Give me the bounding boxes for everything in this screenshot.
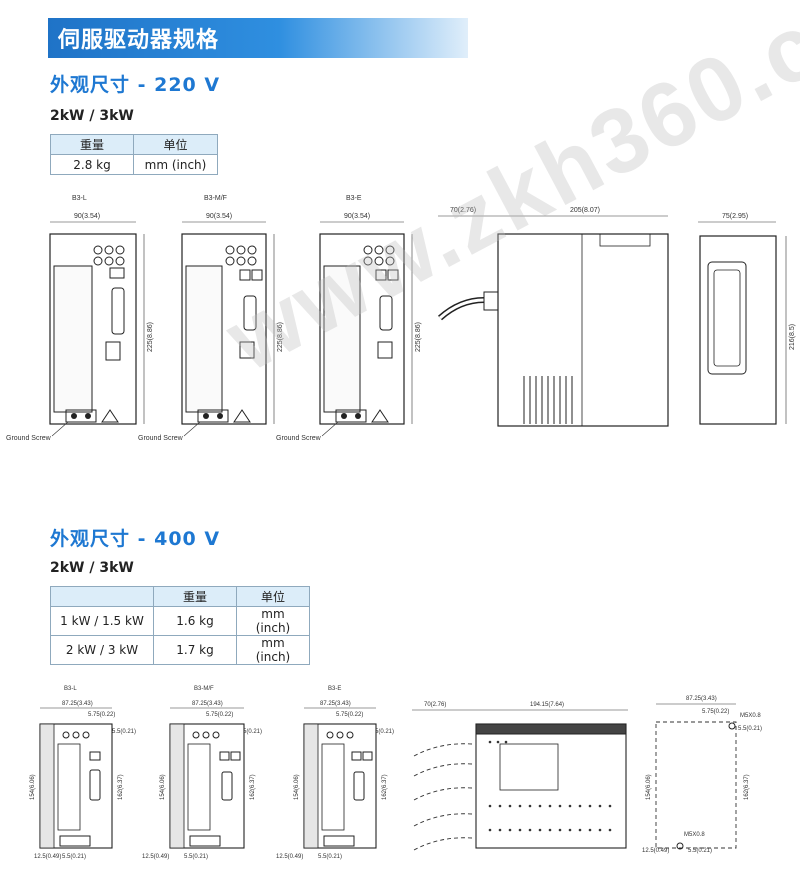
section-400-title: 外观尺寸 - 400 V	[50, 528, 221, 550]
drive-side-view-400: 70(2.76) 194.15(7.64)	[412, 702, 628, 851]
side-depth-main-dim: 205(8.07)	[570, 207, 600, 214]
page-title: 伺服驱动器规格	[58, 28, 220, 53]
model-label: B3-L	[72, 195, 87, 202]
height-right-dim: 162(6.37)	[382, 774, 388, 800]
hole-dim-label: 5.5(0.21)	[112, 729, 136, 735]
spec-table-400: 重量 单位 1 kW / 1.5 kW 1.6 kg mm (inch) 2 k…	[50, 586, 310, 665]
height-left-dim: 154(6.06)	[294, 774, 300, 800]
offset-dim-label: 5.75(0.22)	[206, 712, 233, 718]
screw-label-top: M5X0.8	[740, 713, 761, 719]
height-dim-label: 225(8.86)	[147, 322, 154, 352]
bottom-left-dim: 12.5(0.49)	[276, 854, 303, 860]
drive-400-b3-l: B3-L 87.25(3.43) 5.75(0.22) 5.5(0.21) 15…	[30, 686, 136, 860]
table-cell: 2.8 kg	[50, 154, 134, 175]
bottom-left-dim: 12.5(0.49)	[142, 854, 169, 860]
table-header: 重量	[153, 586, 237, 607]
drive-front-b3-e: B3-E 90(3.54) 225(8.86) Ground Screw	[276, 195, 422, 442]
section-400-power: 2kW / 3kW	[50, 560, 134, 576]
side-depth-main-dim: 194.15(7.64)	[530, 702, 564, 708]
table-cell: 1 kW / 1.5 kW	[50, 606, 154, 636]
side-depth-left-dim: 70(2.76)	[450, 207, 476, 214]
table-cell: 1.6 kg	[153, 606, 237, 636]
section-220-power: 2kW / 3kW	[50, 108, 134, 124]
width-dim-label: 87.25(3.43)	[192, 701, 223, 707]
bottom-right-dim: 5.5(0.21)	[318, 854, 342, 860]
drive-400-b3-e: B3-E 87.25(3.43) 5.75(0.22) 5.5(0.21) 15…	[276, 686, 394, 860]
width-dim-label: 87.25(3.43)	[320, 701, 351, 707]
bottom-right-dim: 5.5(0.21)	[688, 848, 712, 854]
offset-dim-label: 5.75(0.22)	[702, 709, 729, 715]
bottom-left-dim: 12.5(0.49)	[34, 854, 61, 860]
drive-front-b3-mf: B3-M/F 90(3.54) 225(8.86) Ground Screw	[138, 195, 284, 442]
height-left-dim: 154(6.06)	[646, 774, 652, 800]
model-label: B3-M/F	[194, 686, 214, 692]
side-depth-left-dim: 70(2.76)	[424, 702, 446, 708]
table-cell: mm (inch)	[236, 635, 310, 665]
bottom-right-dim: 5.5(0.21)	[62, 854, 86, 860]
hole-dim-label: 5.5(0.21)	[370, 729, 394, 735]
model-label: B3-E	[328, 686, 341, 692]
spec-table-220: 重量 单位 2.8 kg mm (inch)	[50, 134, 218, 175]
width-dim-label: 90(3.54)	[206, 213, 232, 220]
table-row: 1 kW / 1.5 kW 1.6 kg mm (inch)	[50, 606, 310, 636]
height-right-dim: 162(6.37)	[118, 774, 124, 800]
width-dim-label: 87.25(3.43)	[62, 701, 93, 707]
table-row: 2 kW / 3 kW 1.7 kg mm (inch)	[50, 635, 310, 665]
width-dim-label: 90(3.54)	[74, 213, 100, 220]
table-cell: 2 kW / 3 kW	[50, 635, 154, 665]
height-dim-label: 225(8.86)	[277, 322, 284, 352]
hole-dim-label: 5.5(0.21)	[738, 726, 762, 732]
ground-screw-label: Ground Screw	[276, 435, 322, 442]
drive-front-b3-l: B3-L 90(3.54) 225(8.86) Ground Screw	[6, 195, 154, 442]
height-left-dim: 154(6.06)	[160, 774, 166, 800]
offset-dim-label: 5.75(0.22)	[88, 712, 115, 718]
hole-dim-label: 5.5(0.21)	[238, 729, 262, 735]
offset-dim-label: 5.75(0.22)	[336, 712, 363, 718]
ground-screw-label: Ground Screw	[138, 435, 184, 442]
drive-back-view-400: 87.25(3.43) 5.75(0.22) M5X0.8 5.5(0.21) …	[642, 696, 762, 854]
ground-screw-label: Ground Screw	[6, 435, 52, 442]
back-width-dim: 75(2.95)	[722, 213, 748, 220]
height-right-dim: 162(6.37)	[250, 774, 256, 800]
table-cell: 1.7 kg	[153, 635, 237, 665]
table-header: 重量	[50, 134, 134, 155]
bottom-right-dim: 5.5(0.21)	[184, 854, 208, 860]
screw-label-bottom: M5X0.8	[684, 832, 705, 838]
model-label: B3-L	[64, 686, 77, 692]
drive-side-view-220: 70(2.76) 205(8.07)	[437, 207, 669, 427]
section-220-title: 外观尺寸 - 220 V	[50, 74, 221, 96]
height-right-dim: 162(6.37)	[744, 774, 750, 800]
drive-back-view-220: 75(2.95) 216(8.5)	[698, 213, 796, 425]
model-label: B3-M/F	[204, 195, 227, 202]
table-header	[50, 586, 154, 607]
drive-400-b3-mf: B3-M/F 87.25(3.43) 5.75(0.22) 5.5(0.21) …	[142, 686, 262, 860]
width-dim-label: 90(3.54)	[344, 213, 370, 220]
bottom-left-dim: 12.5(0.49)	[642, 848, 669, 854]
table-cell: mm (inch)	[133, 154, 218, 175]
height-left-dim: 154(6.06)	[30, 774, 36, 800]
width-dim-label: 87.25(3.43)	[686, 696, 717, 702]
table-header: 单位	[236, 586, 310, 607]
back-height-dim: 216(8.5)	[789, 324, 796, 350]
height-dim-label: 225(8.86)	[415, 322, 422, 352]
header-banner	[48, 18, 468, 58]
model-label: B3-E	[346, 195, 362, 202]
